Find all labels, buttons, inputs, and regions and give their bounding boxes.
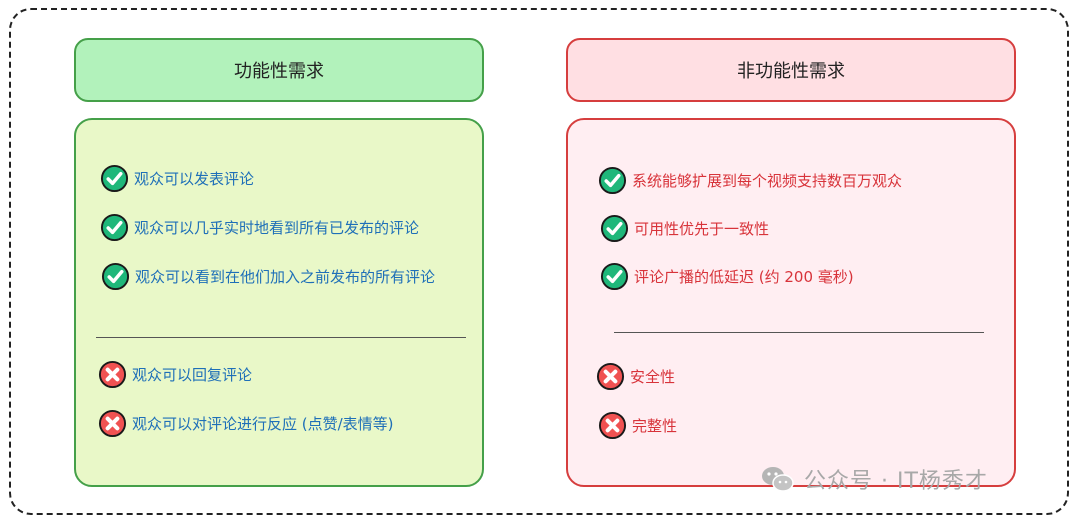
functional-included-item: 观众可以几乎实时地看到所有已发布的评论 xyxy=(100,213,419,242)
non-functional-excluded-item: 安全性 xyxy=(596,362,675,391)
non-functional-included-item: 评论广播的低延迟 (约 200 毫秒) xyxy=(600,262,854,291)
item-label: 观众可以回复评论 xyxy=(132,366,253,384)
non-functional-excluded-item: 完整性 xyxy=(598,411,677,440)
dashed-outer-frame xyxy=(9,8,1069,515)
x-circle-icon xyxy=(598,411,627,440)
non-functional-included-item: 可用性优先于一致性 xyxy=(600,214,769,243)
item-label: 观众可以对评论进行反应 (点赞/表情等) xyxy=(132,415,394,433)
non-functional-requirements-header: 非功能性需求 xyxy=(566,38,1016,102)
non-functional-included-item: 系统能够扩展到每个视频支持数百万观众 xyxy=(598,166,902,195)
x-circle-icon xyxy=(98,360,127,389)
check-circle-icon xyxy=(600,214,629,243)
item-label: 系统能够扩展到每个视频支持数百万观众 xyxy=(632,172,903,190)
functional-included-item: 观众可以看到在他们加入之前发布的所有评论 xyxy=(101,262,435,291)
divider xyxy=(614,332,984,333)
functional-requirements-panel: 观众可以发表评论 观众可以几乎实时地看到所有已发布的评论 观众可以看到在他们加入… xyxy=(74,118,484,487)
check-circle-icon xyxy=(600,262,629,291)
watermark-text: 公众号 · IT杨秀才 xyxy=(804,469,988,494)
functional-included-item: 观众可以发表评论 xyxy=(100,164,254,193)
check-circle-icon xyxy=(101,262,130,291)
item-label: 完整性 xyxy=(632,417,678,435)
item-label: 可用性优先于一致性 xyxy=(634,220,770,238)
functional-requirements-header: 功能性需求 xyxy=(74,38,484,102)
functional-title: 功能性需求 xyxy=(234,61,324,82)
item-label: 观众可以看到在他们加入之前发布的所有评论 xyxy=(135,268,436,286)
watermark: 公众号 · IT杨秀才 xyxy=(760,463,988,495)
item-label: 观众可以几乎实时地看到所有已发布的评论 xyxy=(134,219,420,237)
check-circle-icon xyxy=(100,213,129,242)
item-label: 观众可以发表评论 xyxy=(134,170,255,188)
x-circle-icon xyxy=(98,409,127,438)
check-circle-icon xyxy=(100,164,129,193)
functional-excluded-item: 观众可以对评论进行反应 (点赞/表情等) xyxy=(98,409,394,438)
check-circle-icon xyxy=(598,166,627,195)
item-label: 评论广播的低延迟 (约 200 毫秒) xyxy=(634,268,854,286)
wechat-icon xyxy=(762,467,794,492)
x-circle-icon xyxy=(596,362,625,391)
functional-excluded-item: 观众可以回复评论 xyxy=(98,360,252,389)
non-functional-title: 非功能性需求 xyxy=(737,61,845,82)
item-label: 安全性 xyxy=(630,368,676,386)
divider xyxy=(96,337,466,338)
non-functional-requirements-panel: 系统能够扩展到每个视频支持数百万观众 可用性优先于一致性 评论广播的低延迟 (约… xyxy=(566,118,1016,487)
